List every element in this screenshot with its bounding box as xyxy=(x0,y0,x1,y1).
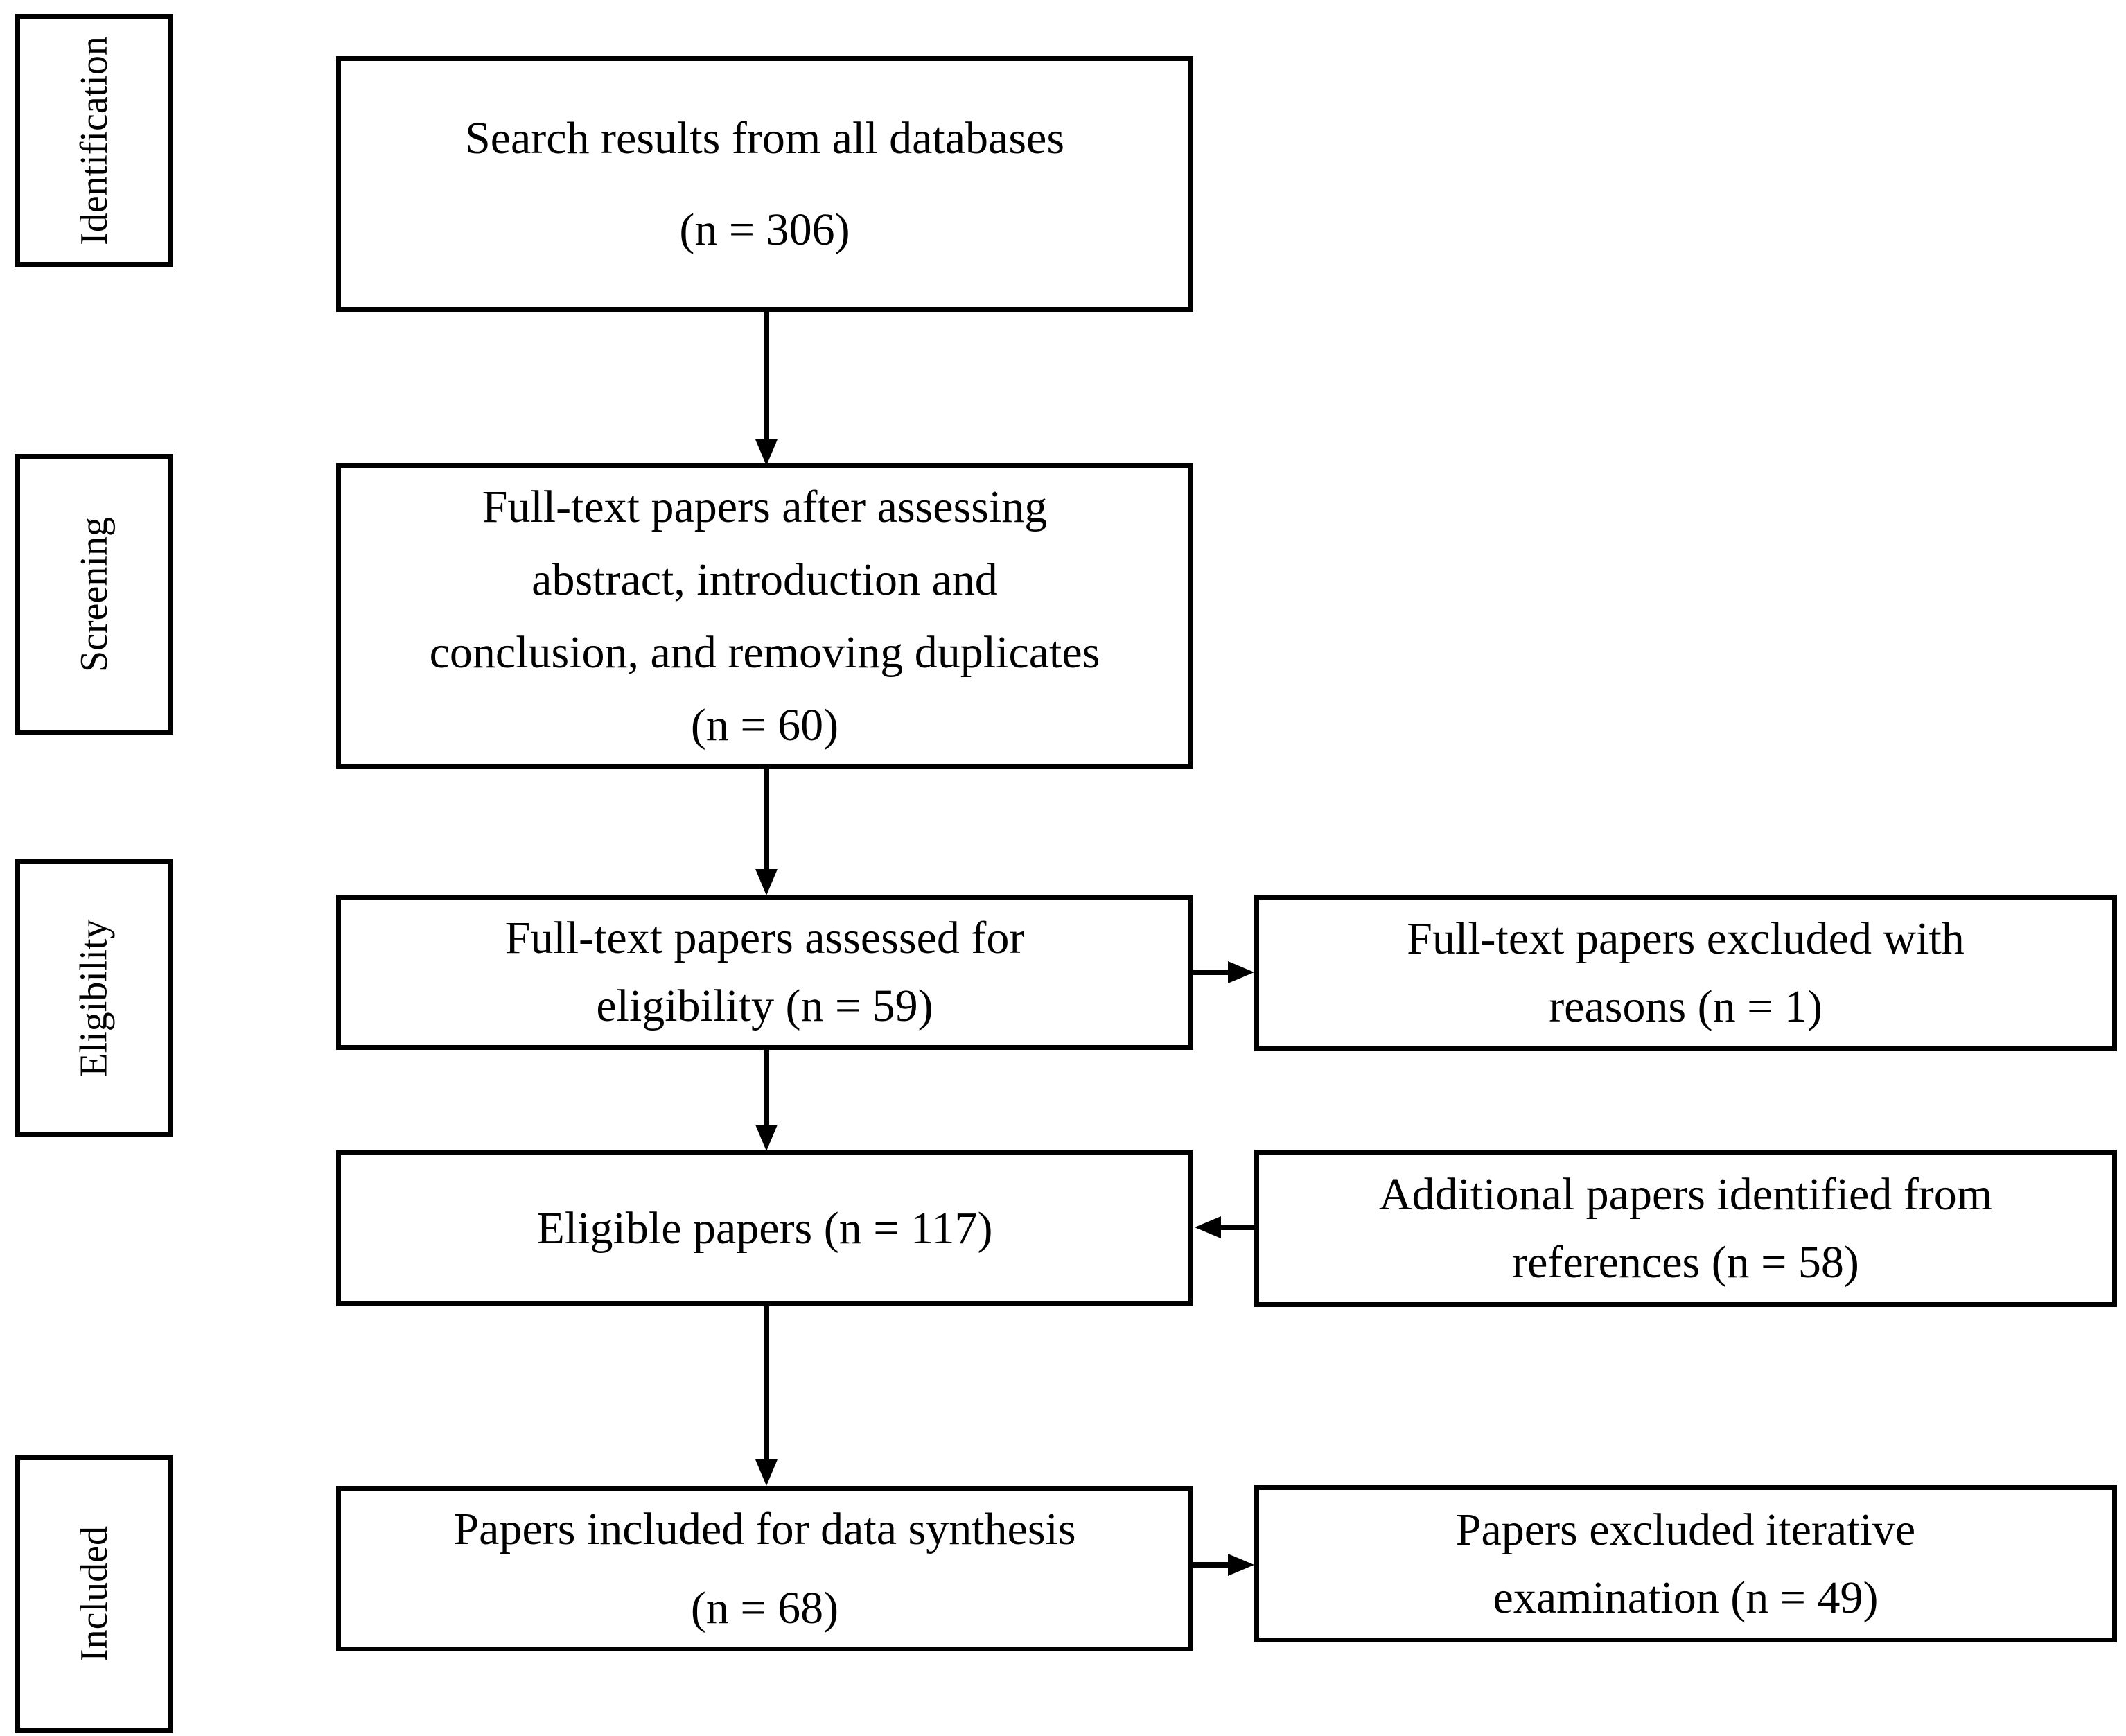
box-search-results: Search results from all databases (n = 3… xyxy=(336,56,1193,312)
box-line: Eligible papers (n = 117) xyxy=(536,1202,993,1254)
stage-label-eligibility: Eligibility xyxy=(15,859,173,1137)
box-assessed-for-eligibility: Full-text papers assessed for eligibilit… xyxy=(336,895,1193,1050)
box-additional-from-references: Additional papers identified from refere… xyxy=(1254,1150,2117,1307)
stage-label-identification: Identification xyxy=(15,14,173,267)
box-line: conclusion, and removing duplicates xyxy=(429,626,1100,678)
arrow-head-down-icon xyxy=(755,1125,778,1151)
arrow-head-down-icon xyxy=(755,439,778,466)
box-fulltext-after-screening: Full-text papers after assessing abstrac… xyxy=(336,463,1193,769)
box-line: Full-text papers assessed for xyxy=(504,913,1025,963)
box-line: Search results from all databases xyxy=(464,112,1065,164)
arrow-head-right-icon xyxy=(1228,1554,1254,1576)
box-line: (n = 60) xyxy=(690,699,839,751)
box-line: Additional papers identified from xyxy=(1378,1168,1993,1220)
box-eligible-papers: Eligible papers (n = 117) xyxy=(336,1150,1193,1306)
arrow-head-right-icon xyxy=(1228,961,1254,983)
arrow-head-down-icon xyxy=(755,1459,778,1486)
box-line: Full-text papers excluded with xyxy=(1407,913,1965,964)
box-line: reasons (n = 1) xyxy=(1549,981,1822,1032)
box-line: (n = 68) xyxy=(690,1582,839,1633)
box-line: references (n = 58) xyxy=(1512,1236,1859,1288)
box-line: examination (n = 49) xyxy=(1493,1572,1879,1623)
arrow-head-left-icon xyxy=(1195,1216,1221,1238)
stage-label-screening: Screening xyxy=(15,454,173,735)
box-line: (n = 306) xyxy=(679,204,850,255)
box-line: abstract, introduction and xyxy=(532,554,998,605)
box-line: Papers included for data synthesis xyxy=(453,1503,1076,1554)
box-line: Full-text papers after assessing xyxy=(482,481,1048,532)
stage-label-text: Eligibility xyxy=(73,919,116,1077)
box-line: eligibility (n = 59) xyxy=(596,981,933,1031)
box-line: Papers excluded iterative xyxy=(1455,1504,1916,1555)
stage-label-text: Screening xyxy=(73,516,116,672)
stage-label-text: Identification xyxy=(73,35,116,245)
arrow-head-down-icon xyxy=(755,869,778,895)
box-included-data-synthesis: Papers included for data synthesis (n = … xyxy=(336,1486,1193,1651)
box-excluded-iterative-examination: Papers excluded iterative examination (n… xyxy=(1254,1485,2117,1642)
stage-label-text: Included xyxy=(72,1526,116,1662)
box-excluded-with-reasons: Full-text papers excluded with reasons (… xyxy=(1254,895,2117,1051)
stage-label-included: Included xyxy=(15,1455,173,1733)
